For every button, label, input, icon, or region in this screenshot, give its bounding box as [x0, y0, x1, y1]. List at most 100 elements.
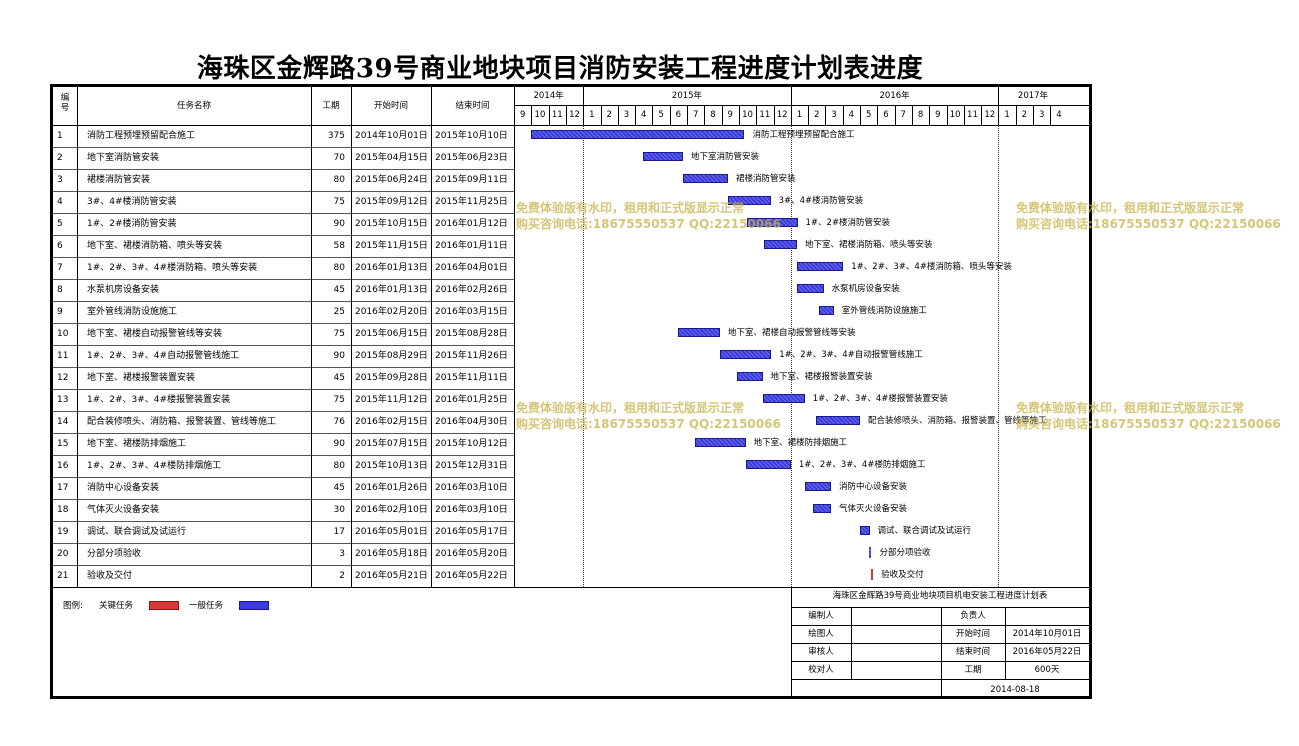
info-col-line: [1005, 607, 1006, 679]
month-label: 5: [865, 110, 872, 120]
task-id: 17: [57, 483, 69, 493]
task-start: 2016年05月21日: [355, 571, 428, 581]
info-left-border: [791, 587, 792, 696]
gantt-bar-label: 3#、4#楼消防管安装: [778, 196, 864, 206]
task-name: 水泵机房设备安装: [87, 285, 160, 295]
header-no: 编号: [60, 93, 70, 113]
gantt-bar-label: 1#、2#、3#、4#楼防排烟施工: [798, 460, 926, 470]
row-divider: [53, 389, 514, 390]
gantt-bar-label: 气体灭火设备安装: [838, 504, 907, 514]
info-l2: 结束时间: [955, 647, 990, 657]
row-divider: [53, 235, 514, 236]
task-id: 16: [57, 461, 69, 471]
task-end: 2015年08月28日: [435, 329, 508, 339]
gantt-bar-label: 地下室、裙楼防排烟施工: [753, 438, 848, 448]
info-v2: 600天: [1034, 665, 1060, 675]
row-divider: [53, 565, 514, 566]
gantt-bar: [797, 262, 844, 271]
month-divider: [860, 106, 861, 125]
month-label: 10: [742, 110, 753, 120]
task-id: 7: [57, 263, 63, 273]
gantt-bar: [804, 482, 831, 491]
month-label: 9: [727, 110, 733, 120]
task-duration: 90: [333, 439, 345, 449]
task-id: 1: [57, 131, 63, 141]
info-l1: 绘图人: [808, 629, 834, 639]
month-divider: [738, 106, 740, 125]
task-duration: 76: [333, 417, 345, 427]
month-label: 12: [776, 110, 788, 120]
task-name: 地下室、裙楼消防箱、喷头等安装: [87, 241, 223, 251]
month-label: 4: [1056, 110, 1062, 120]
task-name: 裙楼消防管安装: [87, 175, 151, 185]
page-title: 海珠区金辉路39号商业地块项目消防安装工程进度计划表进度: [196, 54, 924, 84]
row-divider: [53, 323, 514, 324]
gantt-bar-label: 1#、2#、3#、4#楼消防箱、喷头等安装: [851, 262, 1012, 272]
gantt-bar-label: 验收及交付: [881, 570, 924, 580]
info-l2: 工期: [964, 665, 982, 675]
legend-critical-label: 关键任务: [99, 601, 134, 611]
gantt-bar: [737, 372, 763, 381]
row-divider: [53, 191, 514, 192]
gantt-bar: [869, 547, 872, 558]
task-duration: 75: [333, 197, 345, 207]
task-duration: 58: [333, 241, 345, 251]
info-line: [791, 679, 1089, 680]
task-end: 2016年03月10日: [435, 505, 508, 515]
gantt-bar-label: 地下室、裙楼报警装置安装: [770, 372, 873, 382]
month-divider: [531, 106, 533, 125]
month-label: 6: [883, 110, 889, 120]
month-divider: [773, 106, 775, 125]
task-end: 2015年10月10日: [435, 131, 508, 141]
month-divider: [687, 106, 688, 125]
month-divider: [946, 106, 948, 125]
month-label: 11: [967, 110, 978, 120]
gantt-bar-label: 1#、2#、3#、4#楼报警装置安装: [812, 394, 948, 404]
row-divider: [53, 213, 514, 214]
legend-critical-swatch: [149, 601, 179, 610]
task-duration: 80: [333, 175, 345, 185]
task-duration: 45: [333, 285, 345, 295]
legend-normal-label: 一般任务: [189, 601, 224, 611]
info-l1: 审核人: [808, 647, 834, 657]
gantt-bar: [677, 328, 720, 337]
gantt-bar: [762, 394, 805, 403]
task-duration: 3: [339, 549, 345, 559]
row-divider: [53, 499, 514, 500]
month-divider: [894, 106, 896, 125]
month-label: 8: [917, 110, 924, 120]
task-duration: 70: [333, 153, 345, 163]
month-label: 9: [935, 110, 941, 120]
gantt-bar: [746, 218, 798, 227]
task-id: 4: [57, 197, 63, 207]
task-duration: 80: [333, 461, 345, 471]
row-divider: [53, 345, 514, 346]
task-id: 20: [57, 549, 69, 559]
row-divider: [53, 169, 514, 170]
task-end: 2016年02月26日: [435, 285, 508, 295]
gantt-bar-label: 调试、联合调试及试运行: [877, 526, 972, 536]
month-divider: [721, 106, 723, 125]
info-line: [791, 643, 1089, 644]
task-start: 2015年08月29日: [355, 351, 428, 361]
info-line: [791, 625, 1089, 626]
year-label: 2015年: [671, 91, 703, 101]
task-end: 2016年03月15日: [435, 307, 508, 317]
task-name: 分部分项验收: [87, 549, 142, 559]
info-line: [791, 661, 1089, 662]
task-id: 15: [57, 439, 69, 449]
task-id: 9: [57, 307, 63, 317]
task-start: 2016年02月10日: [355, 505, 428, 515]
task-end: 2016年04月30日: [435, 417, 508, 427]
column-divider: [311, 87, 312, 587]
month-label: 8: [710, 110, 716, 120]
month-label: 4: [641, 110, 647, 120]
task-name: 1#、2#、3#、4#自动报警管线施工: [87, 351, 240, 361]
row-divider: [53, 455, 514, 456]
task-end: 2015年06月23日: [435, 153, 508, 163]
task-end: 2015年09月11日: [435, 175, 508, 185]
task-duration: 75: [333, 329, 345, 339]
month-divider: [652, 106, 654, 125]
task-id: 6: [57, 241, 63, 251]
month-divider: [617, 106, 619, 125]
